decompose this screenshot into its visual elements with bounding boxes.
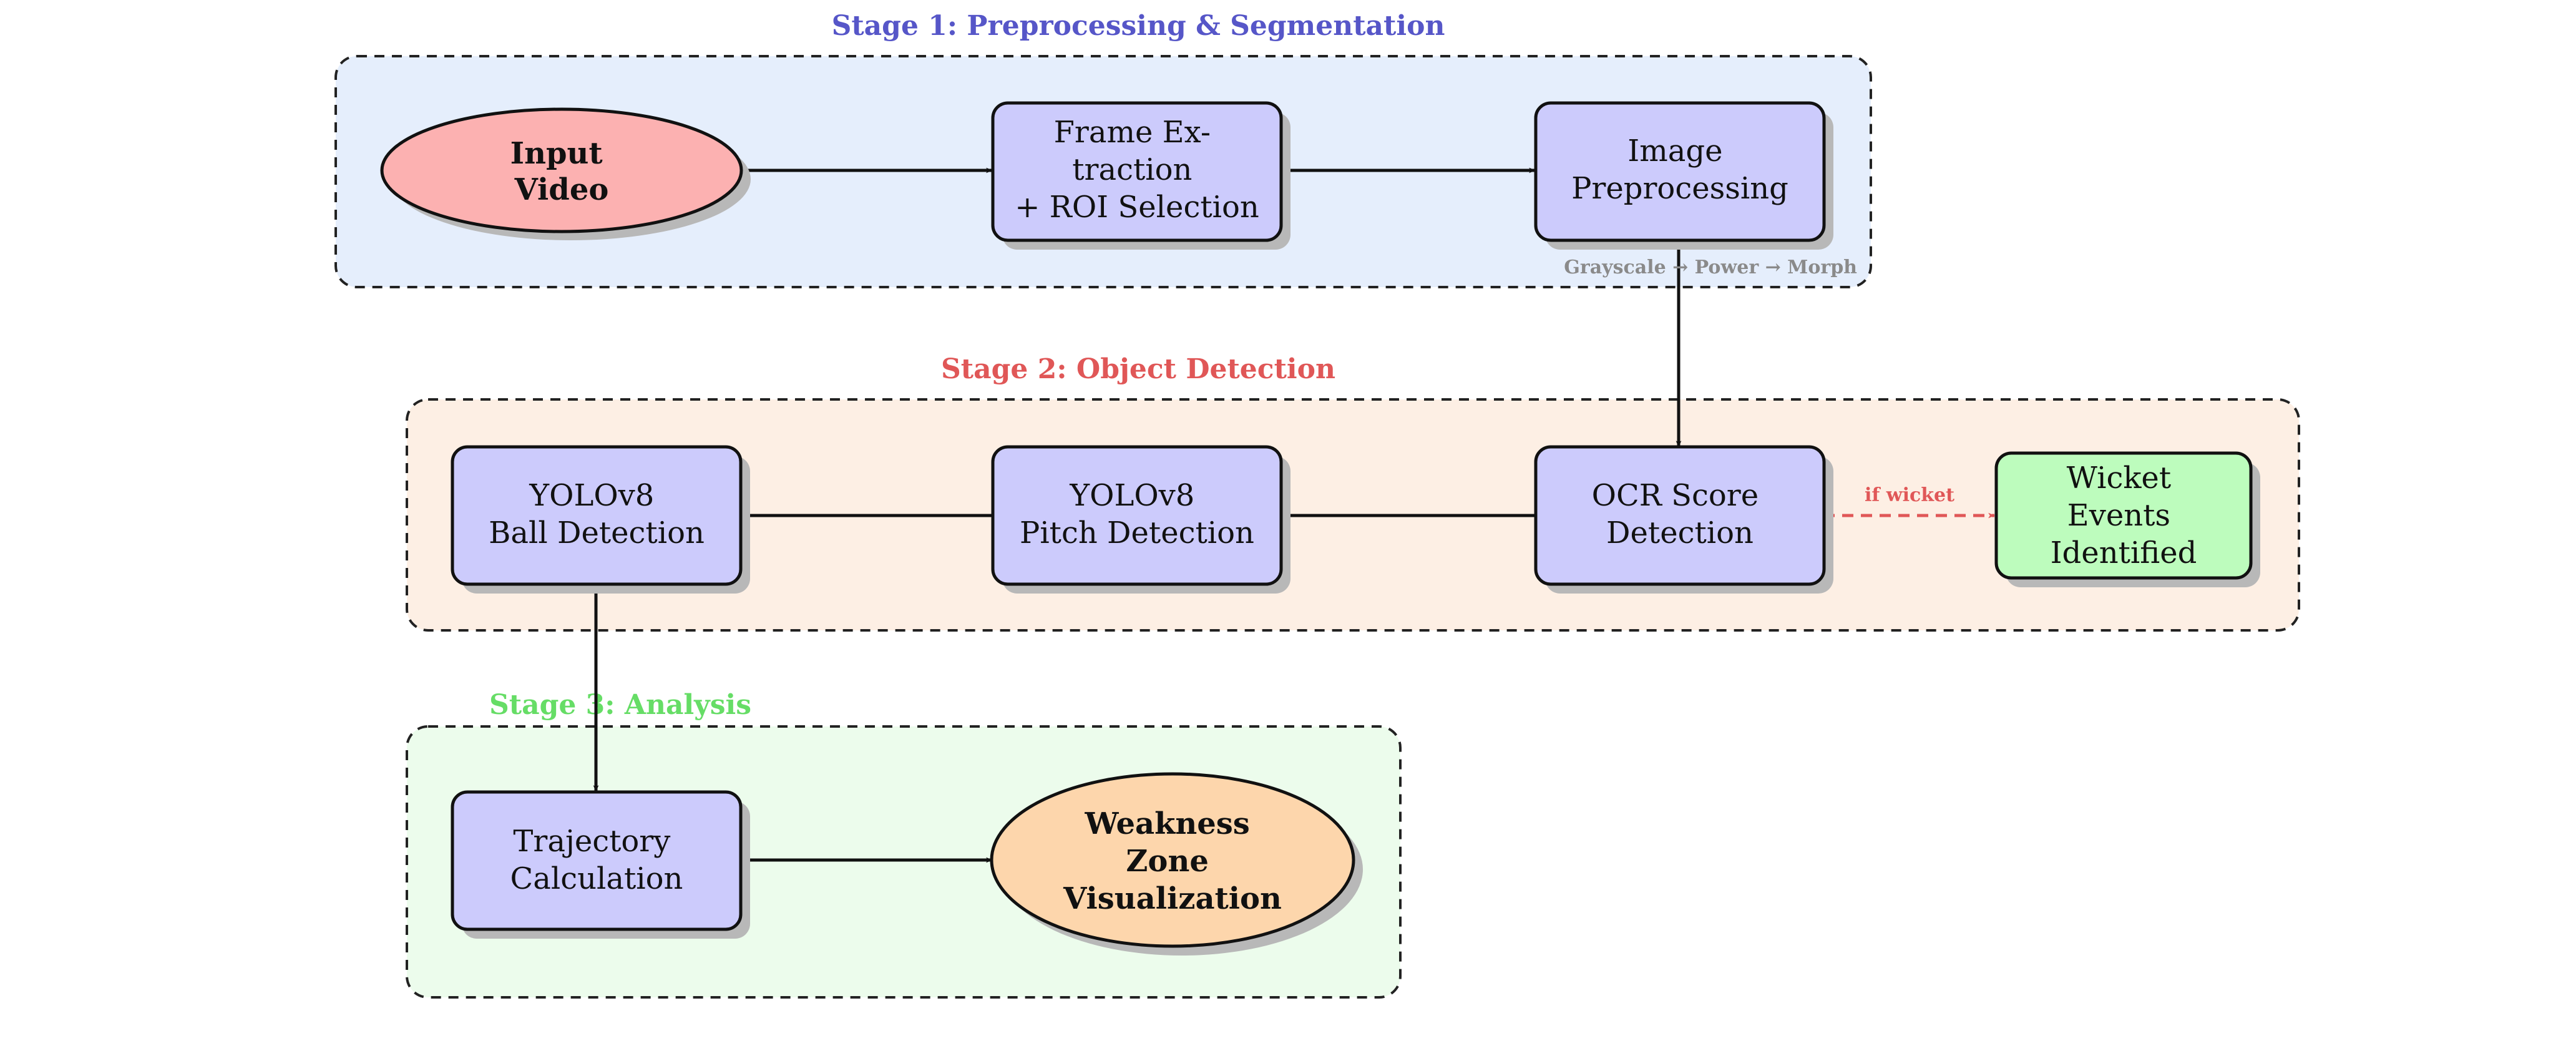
node-image-preprocessing: Image Preprocessing <box>1534 101 1833 250</box>
node-input-video: Input Video <box>380 107 751 240</box>
stage-3-title: Stage 3: Analysis <box>489 689 751 721</box>
wicket-events-label: Wicket Events Identified <box>2051 461 2197 570</box>
node-trajectory: Trajectory Calculation <box>451 790 750 939</box>
ball-detection-label: YOLOv8 Ball Detection <box>489 478 705 550</box>
image-preprocessing-line-2: Preprocessing <box>1571 171 1788 206</box>
frame-extraction-line-1: Frame Ex- <box>1054 115 1211 150</box>
frame-extraction-label: Frame Ex- traction + ROI Selection <box>1015 115 1259 225</box>
wicket-condition-label: if wicket <box>1865 484 1954 506</box>
image-preprocessing-box <box>1534 101 1826 242</box>
node-ball-detection: YOLOv8 Ball Detection <box>451 445 750 594</box>
frame-extraction-box <box>991 101 1283 242</box>
edges <box>593 167 1996 863</box>
wicket-events-line-2: Events <box>2067 498 2170 533</box>
weakness-zone-line-2: Zone <box>1126 844 1209 879</box>
ocr-score-label: OCR Score Detection <box>1592 478 1769 550</box>
weakness-zone-label: Weakness Zone Visualization <box>1063 806 1282 916</box>
wicket-events-line-1: Wicket <box>2067 461 2172 496</box>
pitch-detection-line-1: YOLOv8 <box>1069 478 1194 513</box>
frame-extraction-line-2: traction <box>1072 152 1192 187</box>
input-video-line-1: Input <box>510 136 603 171</box>
preprocessing-steps-note: Grayscale → Power → Morph <box>1564 257 1857 278</box>
weakness-zone-shape <box>990 772 1355 948</box>
node-pitch-detection: YOLOv8 Pitch Detection <box>991 445 1290 594</box>
wicket-events-line-3: Identified <box>2051 535 2197 570</box>
ocr-score-line-1: OCR Score <box>1592 478 1759 513</box>
frame-extraction-line-3: + ROI Selection <box>1015 190 1259 225</box>
trajectory-label: Trajectory Calculation <box>510 824 683 896</box>
stage-2-title: Stage 2: Object Detection <box>941 353 1335 385</box>
image-preprocessing-label: Image Preprocessing <box>1571 134 1788 206</box>
pitch-detection-box <box>991 445 1283 586</box>
ocr-score-line-2: Detection <box>1606 516 1754 550</box>
node-ocr-score: OCR Score Detection <box>1534 445 1833 594</box>
wicket-events-box <box>1994 451 2253 580</box>
ball-detection-line-1: YOLOv8 <box>529 478 654 513</box>
node-weakness-zone: Weakness Zone Visualization <box>990 772 1363 956</box>
node-frame-extraction: Frame Ex- traction + ROI Selection <box>991 101 1290 250</box>
ocr-score-box <box>1534 445 1826 586</box>
pitch-detection-label: YOLOv8 Pitch Detection <box>1020 478 1254 550</box>
input-video-shape <box>380 107 743 233</box>
ball-detection-line-2: Ball Detection <box>489 516 705 550</box>
input-video-line-2: Video <box>514 172 609 207</box>
stage-1-title: Stage 1: Preprocessing & Segmentation <box>832 10 1445 42</box>
pitch-detection-line-2: Pitch Detection <box>1020 516 1254 550</box>
input-video-label: Input Video <box>510 136 613 207</box>
image-preprocessing-line-1: Image <box>1627 134 1722 169</box>
ball-detection-box <box>451 445 743 586</box>
trajectory-box <box>451 790 743 931</box>
trajectory-line-1: Trajectory <box>513 824 670 859</box>
weakness-zone-line-3: Visualization <box>1063 881 1282 916</box>
trajectory-line-2: Calculation <box>510 861 683 896</box>
weakness-zone-line-1: Weakness <box>1084 806 1249 841</box>
node-wicket-events: Wicket Events Identified <box>1994 451 2260 587</box>
